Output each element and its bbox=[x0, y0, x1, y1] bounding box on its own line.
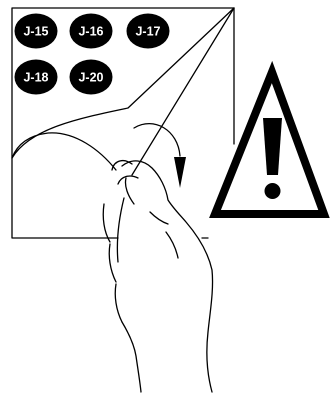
svg-text:J-17: J-17 bbox=[135, 25, 160, 39]
svg-text:J-16: J-16 bbox=[78, 25, 103, 39]
label-J-18: J-18 bbox=[15, 60, 58, 95]
label-J-20: J-20 bbox=[70, 60, 113, 95]
svg-text:J-15: J-15 bbox=[23, 25, 48, 39]
hand bbox=[103, 161, 212, 392]
warning-icon bbox=[215, 72, 324, 214]
label-J-16: J-16 bbox=[70, 14, 113, 49]
label-J-15: J-15 bbox=[15, 14, 58, 49]
svg-text:J-18: J-18 bbox=[23, 71, 48, 85]
svg-text:J-20: J-20 bbox=[78, 71, 103, 85]
label-J-17: J-17 bbox=[127, 14, 170, 49]
